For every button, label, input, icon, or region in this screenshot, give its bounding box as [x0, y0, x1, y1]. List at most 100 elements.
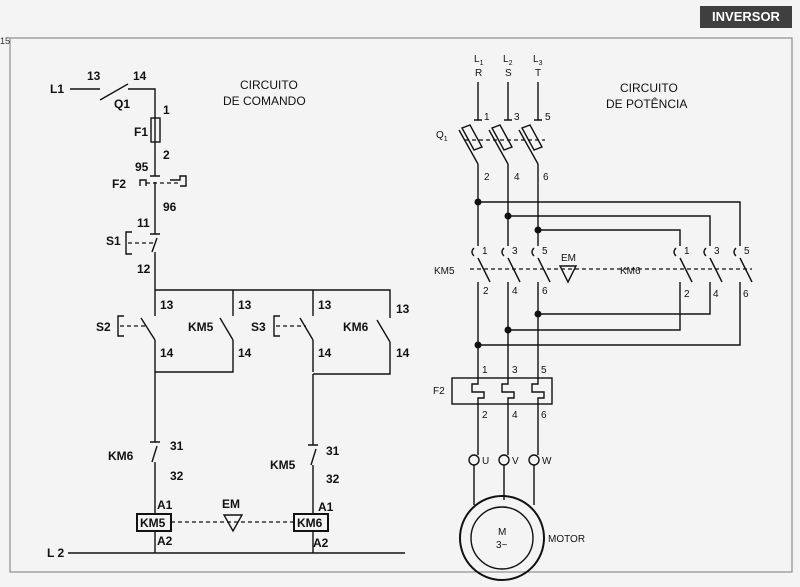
km5-power-terminal-3: 3	[512, 246, 518, 257]
phase-l1-label: L1	[474, 54, 484, 67]
km6-interlock-label: KM6	[108, 449, 134, 463]
q1-power-terminal-6: 6	[543, 172, 549, 183]
s2-terminal-14: 14	[160, 346, 174, 360]
km6-power-poles	[679, 257, 753, 283]
em-power-label: EM	[561, 253, 576, 264]
q1-power-terminal-5: 5	[545, 112, 551, 123]
km6-hold-terminal-13: 13	[396, 302, 410, 316]
f1-terminal-2: 2	[163, 148, 170, 162]
frame-border	[9, 37, 793, 573]
junction-u-lower	[474, 341, 482, 349]
f2-power-terminal-3: 3	[512, 365, 518, 376]
q1-to-f1-wire	[128, 88, 156, 112]
km6-power-terminal-1: 1	[684, 246, 690, 257]
command-circuit: CIRCUITO DE COMANDO L1 13 14 Q1 1 F1 2 9…	[47, 69, 410, 560]
q1-power-terminal-1: 1	[484, 112, 490, 123]
phase-supply-wires	[477, 82, 539, 120]
motor-m-label: M	[498, 527, 506, 538]
f2-nc-contact	[150, 154, 160, 212]
km6-power-contact-hooks	[673, 247, 737, 257]
terminal-u-label: U	[482, 456, 489, 467]
phase-r-label: R	[475, 68, 482, 79]
km6-interlock-terminal-32: 32	[170, 469, 184, 483]
em-triangle	[222, 514, 244, 533]
s2-no-contact	[140, 290, 156, 372]
f2-power-label: F2	[433, 386, 445, 397]
q1-power-fuses	[460, 124, 544, 151]
s2-label: S2	[96, 320, 111, 334]
km5-hold-terminal-14: 14	[238, 346, 252, 360]
f2-power-heaters	[471, 362, 545, 430]
f2-power-terminal-1: 1	[482, 365, 488, 376]
motor-outer-circle	[459, 495, 545, 581]
km6-power-label: KM6	[620, 266, 641, 277]
km6-coil-a1: A1	[318, 500, 334, 514]
s1-terminal-12: 12	[137, 262, 151, 276]
km6-output-wires	[478, 282, 741, 346]
q1-power-terminal-4: 4	[514, 172, 520, 183]
km5-power-label: KM5	[434, 266, 455, 277]
terminal-w	[528, 454, 540, 466]
km6-hold-label: KM6	[343, 320, 369, 334]
phase-l2-label: L2	[503, 54, 513, 67]
s3-terminal-13: 13	[318, 298, 332, 312]
motor-feed-wires	[477, 430, 539, 455]
s1-terminal-11: 11	[137, 216, 150, 230]
f1-terminal-1: 1	[163, 103, 170, 117]
motor-phase-label: 3~	[496, 540, 508, 551]
km5-output-wires	[477, 282, 539, 362]
km6-power-terminal-4: 4	[713, 289, 719, 300]
km6-interlock-terminal-31: 31	[170, 439, 184, 453]
q1-power-label: Q1	[436, 130, 448, 143]
f2-terminal-96: 96	[163, 200, 177, 214]
km5-interlock-contact	[308, 444, 318, 514]
motor-inner-circle	[470, 506, 534, 570]
km5-hold-contact	[155, 312, 234, 373]
f2-command-label: F2	[112, 177, 126, 191]
junction-v-lower	[504, 326, 512, 334]
command-l2-label: L 2	[47, 546, 64, 560]
motor-label: MOTOR	[548, 534, 585, 545]
km5-interlock-terminal-31: 31	[326, 444, 340, 458]
q1-label: Q1	[114, 97, 130, 111]
phase-t-label: T	[535, 68, 541, 79]
q1-contact	[99, 83, 129, 101]
km5-interlock-label: KM5	[270, 458, 296, 472]
motor-leads	[473, 465, 535, 505]
f1-label: F1	[134, 125, 148, 139]
em-command-label: EM	[222, 497, 240, 511]
km5-power-contact-hooks	[471, 247, 535, 257]
km5-power-terminal-2: 2	[483, 286, 489, 297]
phase-s-label: S	[505, 68, 512, 79]
km6-power-terminal-5: 5	[744, 246, 750, 257]
power-title-line1: CIRCUITO	[620, 81, 678, 95]
q1-power-terminal-3: 3	[514, 112, 520, 123]
km6-power-terminal-2: 2	[684, 289, 690, 300]
command-title-line2: DE COMANDO	[223, 94, 306, 108]
s2-terminal-13: 13	[160, 298, 174, 312]
inversor-badge: INVERSOR	[700, 6, 792, 28]
km5-power-terminal-6: 6	[542, 286, 548, 297]
power-title-line2: DE POTÊNCIA	[606, 96, 687, 111]
s2-button	[117, 315, 124, 337]
km6-hold-contact	[313, 313, 391, 375]
s1-button	[125, 231, 132, 255]
f2-power-terminal-5: 5	[541, 365, 547, 376]
s1-nc-contact	[150, 212, 160, 290]
command-l1-label: L1	[50, 82, 64, 96]
f2-power-terminal-2: 2	[482, 410, 488, 421]
s3-label: S3	[251, 320, 266, 334]
f2-power-relay	[451, 377, 553, 405]
f2-terminal-95: 95	[135, 160, 149, 174]
km6-coil-a2: A2	[313, 536, 329, 550]
f2-power-terminal-4: 4	[512, 410, 518, 421]
f2-power-terminal-6: 6	[541, 410, 547, 421]
terminal-u	[468, 454, 480, 466]
command-top-bus	[155, 289, 391, 313]
km5-interlock-terminal-32: 32	[326, 472, 340, 486]
km6-coil-label: KM6	[297, 516, 323, 530]
km5-power-poles	[477, 257, 551, 283]
q1-terminal-14: 14	[133, 69, 147, 83]
power-circuit: CIRCUITO DE POTÊNCIA L1 L2 L3 R S T 1 3 …	[433, 54, 753, 581]
